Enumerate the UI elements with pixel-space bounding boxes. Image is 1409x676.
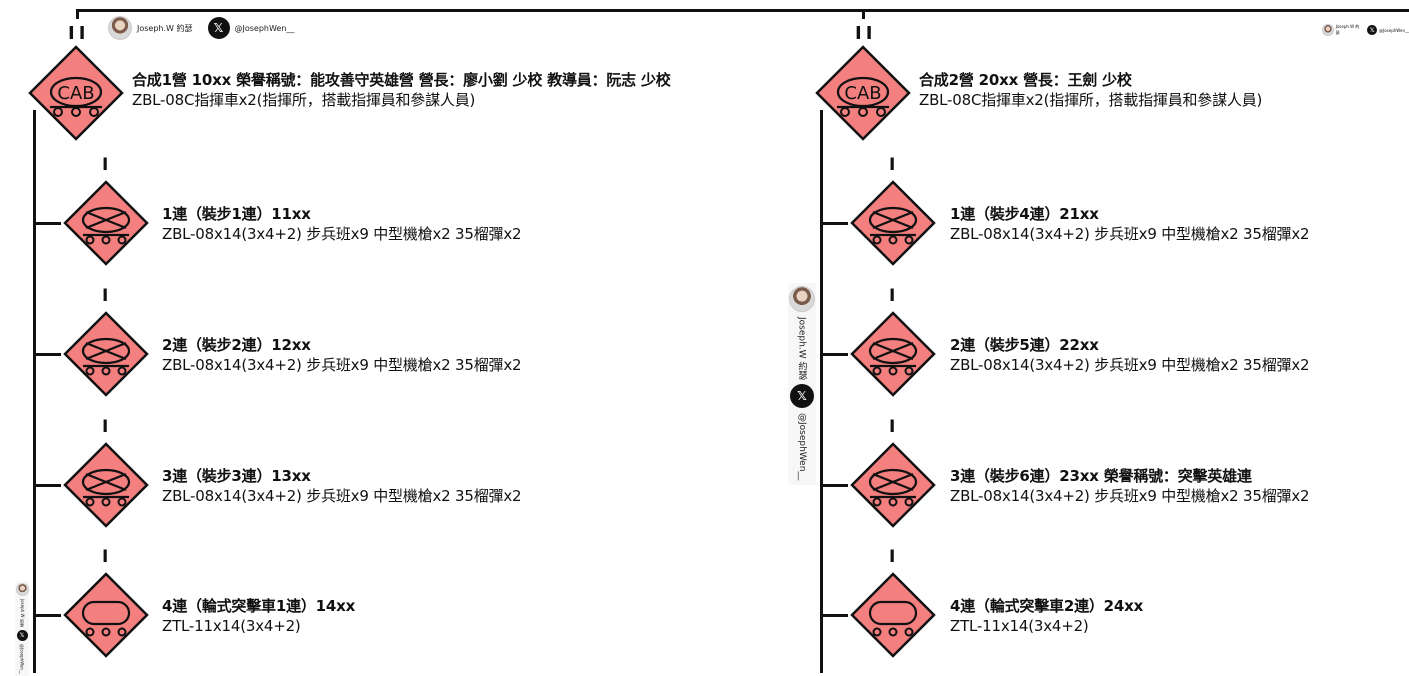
avatar: [789, 286, 815, 312]
b2-company-4-detail: ZTL-11x14(3x4+2): [950, 617, 1089, 635]
battalion-2-hq-title: 合成2營 20xx 營長：王劍 少校: [919, 71, 1132, 89]
battalion-2-hq-symbol: CAB: [815, 45, 911, 141]
watermark-handle: @JosephWen__: [19, 643, 25, 674]
battalion-2-branch-4: [820, 614, 848, 617]
b1-company-4-title: 4連（輪式突擊車1連）14xx: [162, 597, 356, 615]
watermark-name: Joseph.W 約瑟: [796, 317, 807, 380]
top-connector-line: [76, 9, 1409, 12]
mech-infantry-icon: [63, 311, 149, 397]
watermark-top-right-small: Joseph.W 約瑟 𝕏 @JosephWen__: [1322, 24, 1409, 36]
battalion-2-hq-detail: ZBL-08C指揮車x2(指揮所，搭載指揮員和參謀人員): [919, 91, 1263, 109]
watermark-handle: @JosephWen__: [1379, 27, 1409, 33]
x-logo-icon: 𝕏: [16, 629, 28, 641]
watermark-handle: @JosephWen__: [234, 23, 295, 33]
company-echelon-mark: I: [102, 155, 109, 175]
battalion-1-branch-2: [33, 353, 61, 356]
wheeled-assault-icon: [63, 572, 149, 658]
mech-infantry-icon: [850, 311, 936, 397]
avatar: [15, 583, 29, 596]
b1-company-4-detail: ZTL-11x14(3x4+2): [162, 617, 301, 635]
battalion-1-hq-detail: ZBL-08C指揮車x2(指揮所，搭載指揮員和參謀人員): [132, 91, 476, 109]
battalion-2-echelon-mark: II: [855, 23, 877, 44]
mech-infantry-icon: [63, 442, 149, 528]
company-echelon-mark: I: [102, 417, 109, 437]
avatar: [108, 16, 132, 40]
company-echelon-mark: I: [102, 547, 109, 567]
b2-company-1-title: 1連（裝步4連）21xx: [950, 205, 1099, 223]
battalion-1-trunk: [33, 110, 36, 673]
b1-company-2-title: 2連（裝步2連）12xx: [162, 336, 311, 354]
battalion-1-branch-3: [33, 484, 61, 487]
b1-company-3-detail: ZBL-08x14(3x4+2) 步兵班x9 中型機槍x2 35榴彈x2: [162, 487, 522, 505]
b1-company-2-detail: ZBL-08x14(3x4+2) 步兵班x9 中型機槍x2 35榴彈x2: [162, 356, 522, 374]
battalion-2-branch-3: [820, 484, 848, 487]
watermark-name: Joseph.W 約瑟: [20, 599, 25, 627]
b2-company-2-detail: ZBL-08x14(3x4+2) 步兵班x9 中型機槍x2 35榴彈x2: [950, 356, 1310, 374]
b1-company-3-title: 3連（裝步3連）13xx: [162, 467, 311, 485]
battalion-1-hq-title: 合成1營 10xx 榮譽稱號：能攻善守英雄營 營長：廖小劉 少校 教導員：阮志 …: [132, 71, 671, 89]
b2-company-3-title: 3連（裝步6連）23xx 榮譽稱號：突擊英雄連: [950, 467, 1252, 485]
battalion-1-hq-label: CAB: [57, 83, 94, 104]
watermark-center-vertical: Joseph.W 約瑟 𝕏 @JosephWen__: [788, 283, 816, 485]
top-drop-left: [76, 9, 79, 19]
b2-company-1-detail: ZBL-08x14(3x4+2) 步兵班x9 中型機槍x2 35榴彈x2: [950, 225, 1310, 243]
battalion-2-branch-2: [820, 353, 848, 356]
mech-infantry-icon: [850, 180, 936, 266]
b1-company-1-title: 1連（裝步1連）11xx: [162, 205, 311, 223]
x-logo-icon: 𝕏: [790, 384, 814, 409]
battalion-1-echelon-mark: II: [68, 23, 90, 44]
watermark-name: Joseph.W 約瑟: [1335, 24, 1360, 35]
company-echelon-mark: I: [889, 547, 896, 567]
avatar: [1322, 24, 1334, 36]
top-drop-right: [862, 9, 865, 19]
watermark-top: Joseph.W 約瑟 𝕏 @JosephWen__: [108, 16, 294, 40]
mech-infantry-icon: [63, 180, 149, 266]
x-logo-icon: 𝕏: [207, 17, 230, 39]
b2-company-4-title: 4連（輪式突擊車2連）24xx: [950, 597, 1144, 615]
x-logo-icon: 𝕏: [1367, 25, 1378, 35]
company-echelon-mark: I: [889, 155, 896, 175]
battalion-1-branch-4: [33, 614, 61, 617]
b2-company-3-detail: ZBL-08x14(3x4+2) 步兵班x9 中型機槍x2 35榴彈x2: [950, 487, 1310, 505]
battalion-2-hq-label: CAB: [844, 83, 881, 104]
b1-company-1-detail: ZBL-08x14(3x4+2) 步兵班x9 中型機槍x2 35榴彈x2: [162, 225, 522, 243]
watermark-left-vertical-small: Joseph.W 約瑟 𝕏 @JosephWen__: [15, 581, 29, 676]
battalion-2-trunk: [820, 110, 823, 673]
battalion-2-branch-1: [820, 222, 848, 225]
company-echelon-mark: I: [889, 417, 896, 437]
mech-infantry-icon: [850, 442, 936, 528]
b2-company-2-title: 2連（裝步5連）22xx: [950, 336, 1099, 354]
watermark-handle: @JosephWen__: [797, 413, 807, 481]
battalion-1-branch-1: [33, 222, 61, 225]
battalion-1-hq-symbol: CAB: [28, 45, 124, 141]
wheeled-assault-icon: [850, 572, 936, 658]
watermark-name: Joseph.W 約瑟: [137, 23, 193, 33]
company-echelon-mark: I: [102, 286, 109, 306]
company-echelon-mark: I: [889, 286, 896, 306]
